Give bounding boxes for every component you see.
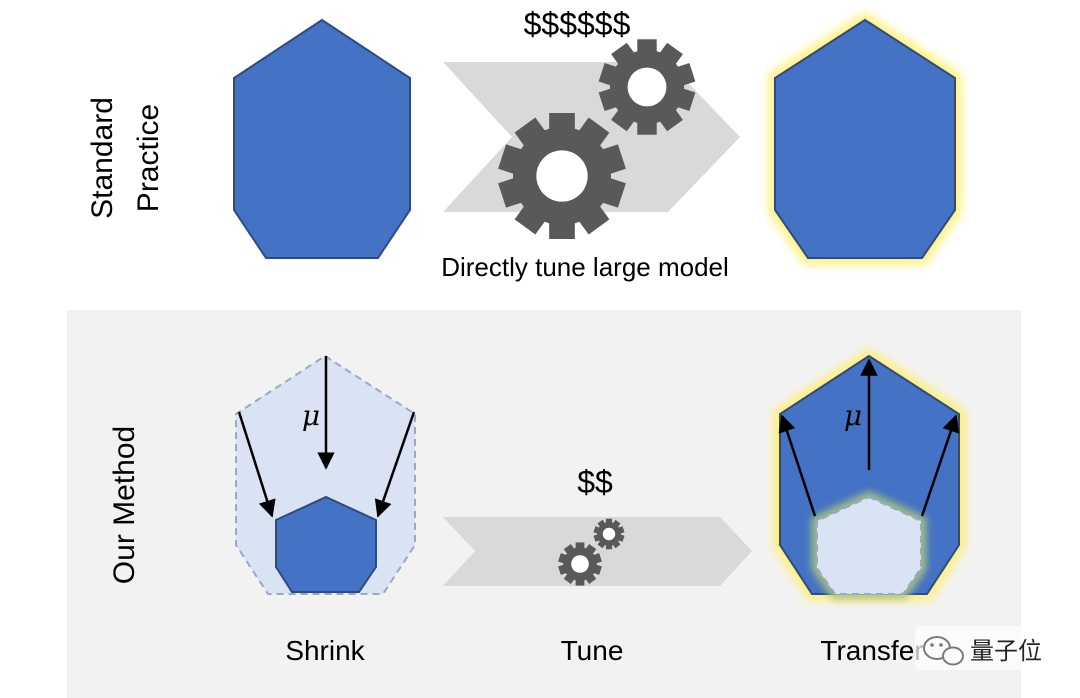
wechat-icon [923,636,964,666]
small-model-hexagon [275,495,377,593]
step-label-tune: Tune [561,635,624,666]
tuned-small-model-hexagon [816,495,922,595]
mu-label-transfer: μ [844,399,862,432]
cost-label-small: $$ [577,464,613,500]
large-gear-icon [498,113,626,239]
shrink-arrow-right [374,411,416,518]
shrink-arrow-left [237,411,276,518]
large-model-hexagon [233,18,411,259]
transfer-arrow-left [778,414,817,517]
step-label-shrink: Shrink [285,635,365,666]
row-label-standard-line2: Practice [132,104,165,212]
mu-label-shrink: μ [302,399,320,432]
small-gear-icon [598,39,696,135]
step-label-transfer: Transfer [820,635,923,666]
tune-small-gear-icon [593,518,625,550]
tuned-large-model-hexagon [774,18,956,259]
row-label-method: Our Method [108,426,141,584]
watermark: 量子位 [915,626,1055,670]
tune-large-gear-icon [558,542,602,586]
row-label-standard-line1: Standard [86,97,119,219]
watermark-text: 量子位 [970,638,1042,665]
transfer-arrow-right [920,414,960,517]
cost-label-large: $$$$$$ [524,6,631,42]
tune-arrow-band [443,517,752,586]
standard-caption: Directly tune large model [441,252,729,282]
